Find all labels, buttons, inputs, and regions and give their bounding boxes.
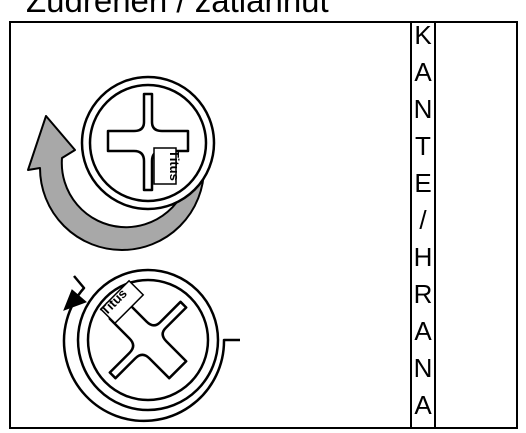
cross-slot-icon [108,300,188,380]
counterclockwise-arrow-icon [62,275,240,423]
edge-label-letter: A [414,316,432,346]
edge-label-letter: N [413,94,433,124]
edge-label-letter: N [413,353,433,383]
tighten-knob-bottom: Titus [62,268,240,423]
page-heading: Zudrehen / zatiahnut [26,0,329,19]
brand-label: Titus [167,150,182,181]
edge-label-letter: R [413,279,433,309]
edge-label-letter: H [413,242,433,272]
edge-label-letter: A [414,57,432,87]
diagram-frame [9,21,518,429]
edge-label-letter: A [414,390,432,420]
edge-label-letter: T [415,131,431,161]
edge-label-letter: / [419,205,427,235]
cross-slot-icon [106,92,190,192]
edge-label-letter: E [414,168,432,198]
tighten-knob-top: Titus [27,75,216,251]
edge-label-column: K A N T E / H R A N A [410,21,436,429]
edge-label-letter: K [414,20,432,50]
clockwise-arrow-icon [27,115,205,251]
